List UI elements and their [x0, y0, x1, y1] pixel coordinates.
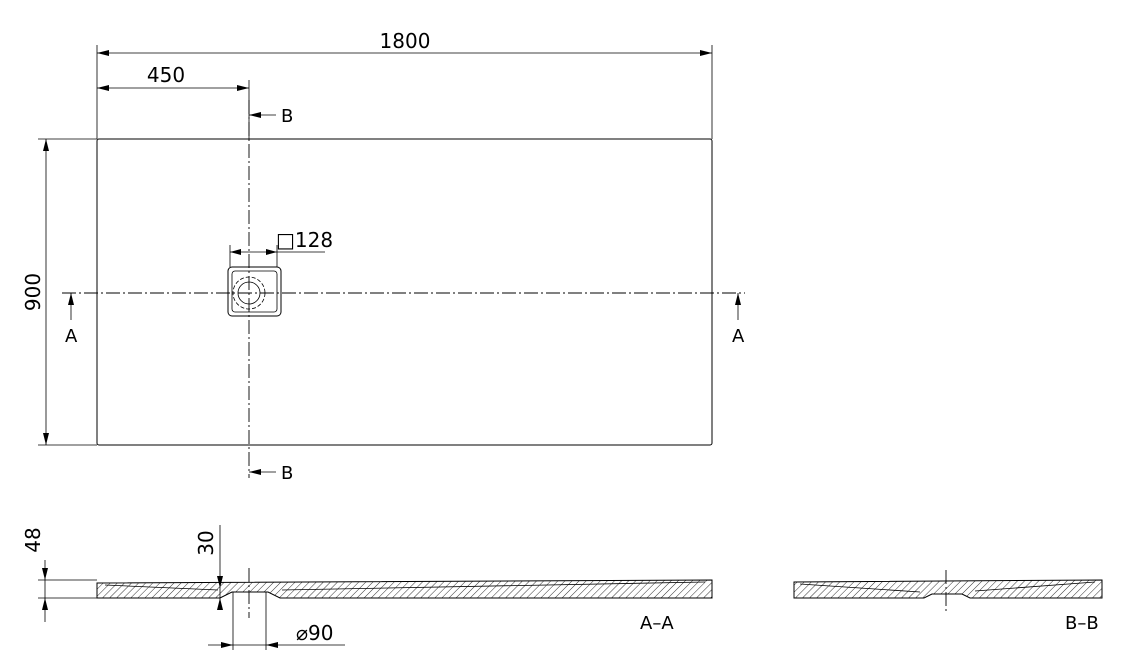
dimension-length-label: 1800	[380, 29, 431, 53]
dimension-outlet-diameter-label: ⌀90	[296, 621, 334, 645]
dimension-drain-size: □128	[229, 228, 333, 267]
section-marker-a-left-label: A	[65, 326, 78, 347]
section-marker-b-bottom-label: B	[281, 463, 293, 484]
drain	[227, 266, 282, 317]
section-marker-a-right: A	[732, 293, 745, 347]
plan-view: 1800 450 900	[21, 29, 745, 484]
dimension-drain-size-label: □128	[276, 228, 333, 252]
section-marker-b-top: B	[249, 106, 293, 127]
dimension-width: 900	[21, 139, 49, 445]
dimension-drain-depth-label: 30	[194, 530, 218, 555]
section-bb-title: B–B	[1065, 613, 1099, 634]
section-aa: 48 30 ⌀90 A–A	[21, 525, 713, 650]
dimension-width-label: 900	[21, 273, 45, 311]
dimension-drain-offset: 450	[97, 63, 249, 91]
dimension-total-height-label: 48	[21, 527, 45, 552]
section-bb-profile	[793, 579, 1103, 599]
dimension-drain-offset-label: 450	[147, 63, 185, 87]
tray-outline	[96, 138, 713, 446]
dimension-length: 1800	[97, 29, 712, 56]
section-bb: B–B	[793, 570, 1103, 634]
section-marker-b-top-label: B	[281, 106, 293, 127]
section-marker-a-left: A	[65, 293, 78, 347]
section-marker-a-right-label: A	[732, 326, 745, 347]
section-aa-title: A–A	[640, 613, 674, 634]
section-marker-b-bottom: B	[249, 463, 293, 484]
